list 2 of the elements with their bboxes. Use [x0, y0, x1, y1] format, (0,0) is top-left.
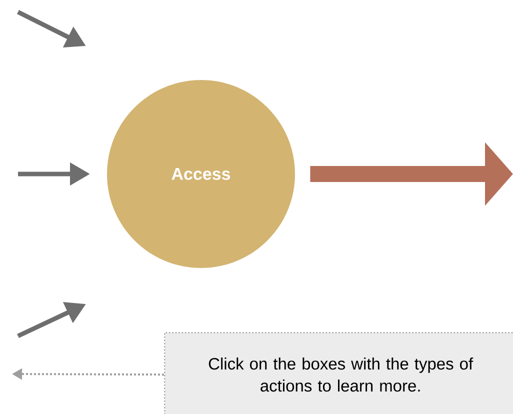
note-box: Click on the boxes with the types of actions to learn more. — [164, 332, 513, 414]
circle-node: Access — [107, 80, 295, 268]
